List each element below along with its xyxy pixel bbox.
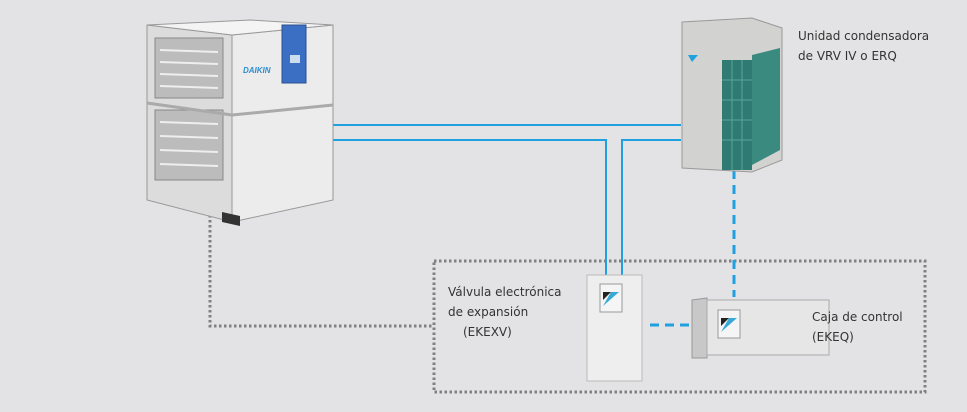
control-box-label-line2: (EKEQ) bbox=[812, 330, 854, 344]
expansion-valve-label-line2: de expansión bbox=[448, 305, 529, 319]
ahu-control-wire bbox=[208, 215, 434, 328]
condensing-unit-label-line1: Unidad condensadora bbox=[798, 29, 930, 43]
pipe-valve-to-cu bbox=[621, 139, 681, 275]
condensing-unit-label: Unidad condensadora de VRV IV o ERQ bbox=[798, 26, 929, 66]
control-box-label: Caja de control (EKEQ) bbox=[812, 307, 903, 347]
svg-text:DAIKIN: DAIKIN bbox=[243, 66, 271, 75]
boundary-frame bbox=[432, 259, 927, 394]
expansion-valve-image bbox=[586, 274, 643, 382]
pipe-left-to-valve bbox=[332, 139, 607, 275]
condensing-unit-image bbox=[681, 17, 783, 173]
ahu-image: DAIKIN bbox=[146, 19, 334, 226]
expansion-valve-label: Válvula electrónica de expansión (EKEXV) bbox=[448, 282, 561, 342]
control-box-image bbox=[691, 297, 830, 359]
expansion-valve-label-line3: (EKEXV) bbox=[463, 325, 512, 339]
condensing-unit-label-line2: de VRV IV o ERQ bbox=[798, 49, 897, 63]
expansion-valve-label-line1: Válvula electrónica bbox=[448, 285, 562, 299]
control-box-label-line1: Caja de control bbox=[812, 310, 903, 324]
